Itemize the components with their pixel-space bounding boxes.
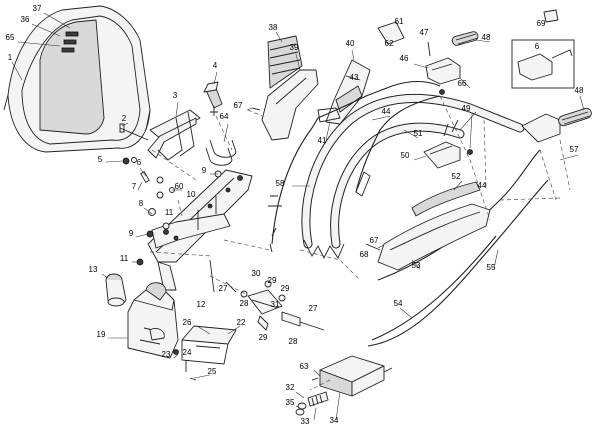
callout-c7: 7 [132,182,137,191]
callout-c48b: 48 [575,86,584,95]
switch-housing-mid [423,119,473,169]
callout-c10: 10 [187,190,196,199]
callout-c57: 57 [570,145,579,154]
callout-c28a: 28 [240,299,249,308]
callout-c62: 62 [385,39,394,48]
callout-c11a: 11 [165,208,174,217]
callout-c50: 50 [401,151,410,160]
callout-c53: 53 [412,261,421,270]
callout-c9b: 9 [129,229,134,238]
throttle-assembly [225,280,325,331]
callout-c44a: 44 [382,107,391,116]
cover-shroud [3,5,151,153]
callout-c2: 2 [122,114,127,123]
callout-c22: 22 [237,318,246,327]
callout-c47: 47 [420,28,429,37]
callout-c4: 4 [213,61,218,70]
callout-c41: 41 [318,136,327,145]
callout-c44b: 44 [478,181,487,190]
callout-c3: 3 [173,91,178,100]
callout-c66: 66 [458,79,467,88]
callout-c30: 30 [252,269,261,278]
control-box [319,355,393,397]
callout-c54: 54 [394,299,403,308]
callout-c67b: 67 [370,236,379,245]
callout-c48a: 48 [482,33,491,42]
callout-c34: 34 [330,416,339,425]
callout-c29a: 29 [268,276,277,285]
callout-c68: 68 [360,250,369,259]
callout-c52: 52 [452,172,461,181]
callout-c36: 36 [21,15,30,24]
lower-column [147,169,253,291]
handlebar-tube [301,93,525,260]
callout-c9a: 9 [202,166,207,175]
callout-c27a: 27 [219,284,228,293]
callout-c5: 5 [98,155,103,164]
callout-c33: 33 [301,417,310,426]
switch-housing-right [511,9,592,143]
callout-c8: 8 [139,199,144,208]
callout-c67a: 67 [234,101,243,110]
callout-c43: 43 [350,73,359,82]
callout-c61: 61 [395,17,404,26]
callout-c11b: 11 [120,254,129,263]
switch-housing-top [377,21,479,95]
lock-knob [203,81,223,116]
leader-lines [11,12,585,421]
callout-c64: 64 [220,112,229,121]
callout-c55: 55 [487,263,496,272]
u-clip [205,139,237,166]
callout-c1: 1 [8,53,13,62]
callout-c35: 35 [286,398,295,407]
callout-c13: 13 [89,265,98,274]
callout-c29b: 29 [281,284,290,293]
callout-c65: 65 [6,33,15,42]
bracket-frame [119,109,201,161]
callout-c51: 51 [414,129,423,138]
callout-c29c: 29 [259,333,268,342]
handle-grip [251,35,319,141]
callout-c24: 24 [183,348,192,357]
cables [268,80,549,347]
mount-plate [173,325,237,381]
base-mount [127,282,179,359]
cable-fittings [295,377,329,416]
callout-c63: 63 [300,362,309,371]
lower-grip [365,181,491,271]
callout-c40: 40 [346,39,355,48]
callout-c19: 19 [97,330,106,339]
callout-c27b: 27 [309,304,318,313]
callout-c6: 6 [137,158,142,167]
callout-c60: 60 [175,182,184,191]
callout-c31: 31 [271,300,280,309]
guide-lines [149,95,571,391]
callout-c46: 46 [400,54,409,63]
callout-c37: 37 [33,4,42,13]
callout-c26: 26 [183,318,192,327]
callout-c58: 58 [276,179,285,188]
callout-c6b: 6 [535,42,540,51]
callout-c49: 49 [462,104,471,113]
callout-c69: 69 [537,19,546,28]
callout-c38: 38 [269,23,278,32]
callout-c12: 12 [197,300,206,309]
bushing [105,273,127,307]
callout-c28b: 28 [289,337,298,346]
callout-c39: 39 [290,43,299,52]
callout-c23: 23 [162,350,171,359]
callout-c32: 32 [286,383,295,392]
callout-c25: 25 [208,367,217,376]
